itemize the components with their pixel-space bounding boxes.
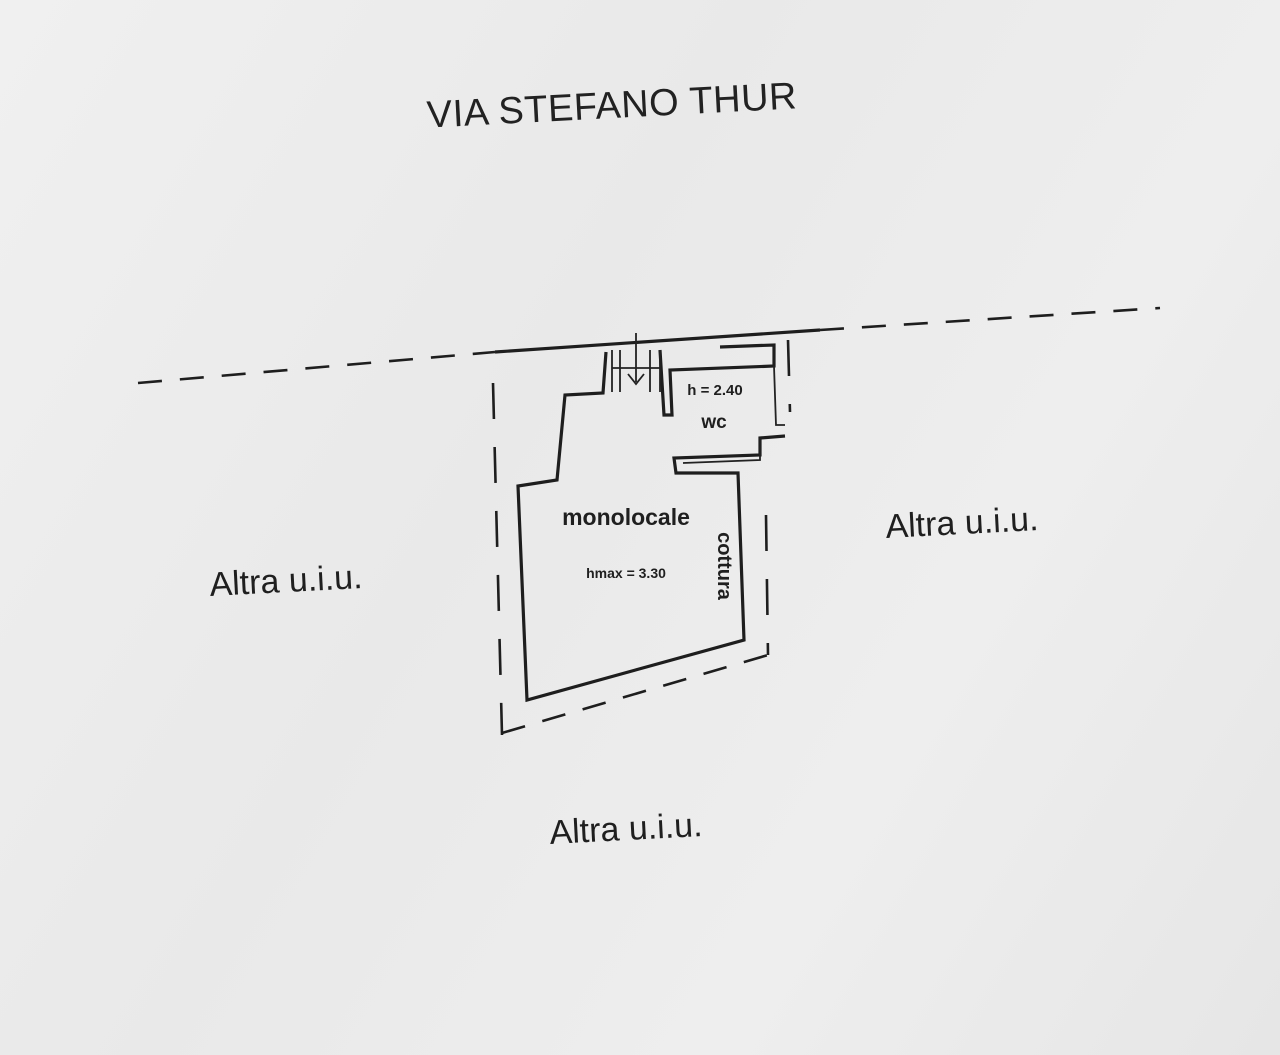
neighbor-label-right: Altra u.i.u. [885,500,1040,546]
neighbor-label-left: Altra u.i.u. [209,558,364,604]
neighbor-label-bottom: Altra u.i.u. [549,806,704,852]
unit-perimeter-dashed [491,339,792,736]
wc-room-walls [658,343,776,417]
street-label: VIA STEFANO THUR [426,75,798,136]
room-label-cottura: cottura [713,532,735,601]
wc-inner-wall [682,365,785,464]
room-label-wc: wc [700,412,727,433]
street-boundary-line [137,306,1161,385]
room-height-monolocale: hmax = 3.30 [586,565,666,581]
room-label-monolocale: monolocale [562,504,690,530]
entrance-stairs [611,333,661,392]
room-height-wc: h = 2.40 [687,382,742,399]
